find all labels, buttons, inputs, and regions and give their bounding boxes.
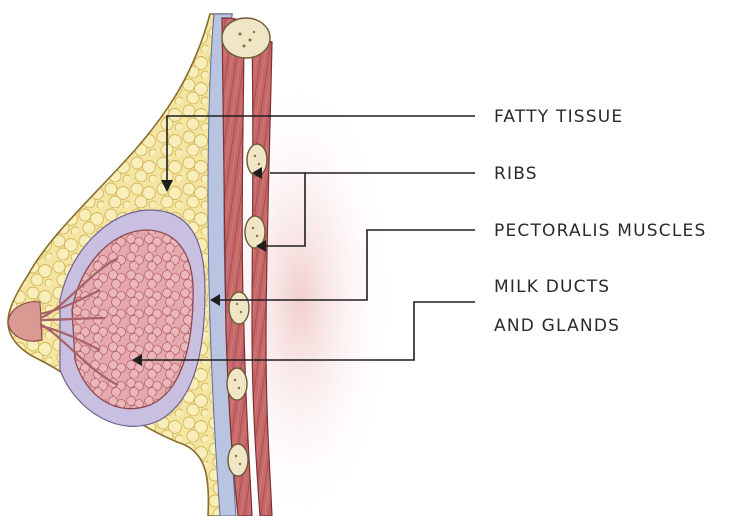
label-pectoralis-muscles: PECTORALIS MUSCLES [494,221,706,241]
label-fatty-tissue: FATTY TISSUE [494,107,623,127]
rib [227,368,247,400]
rib [228,444,248,476]
label-ribs: RIBS [494,164,538,184]
label-milk-ducts-line1: MILK DUCTS [494,277,610,297]
rib [222,18,270,58]
label-milk-ducts-line2: AND GLANDS [494,316,620,336]
rib [229,292,249,324]
